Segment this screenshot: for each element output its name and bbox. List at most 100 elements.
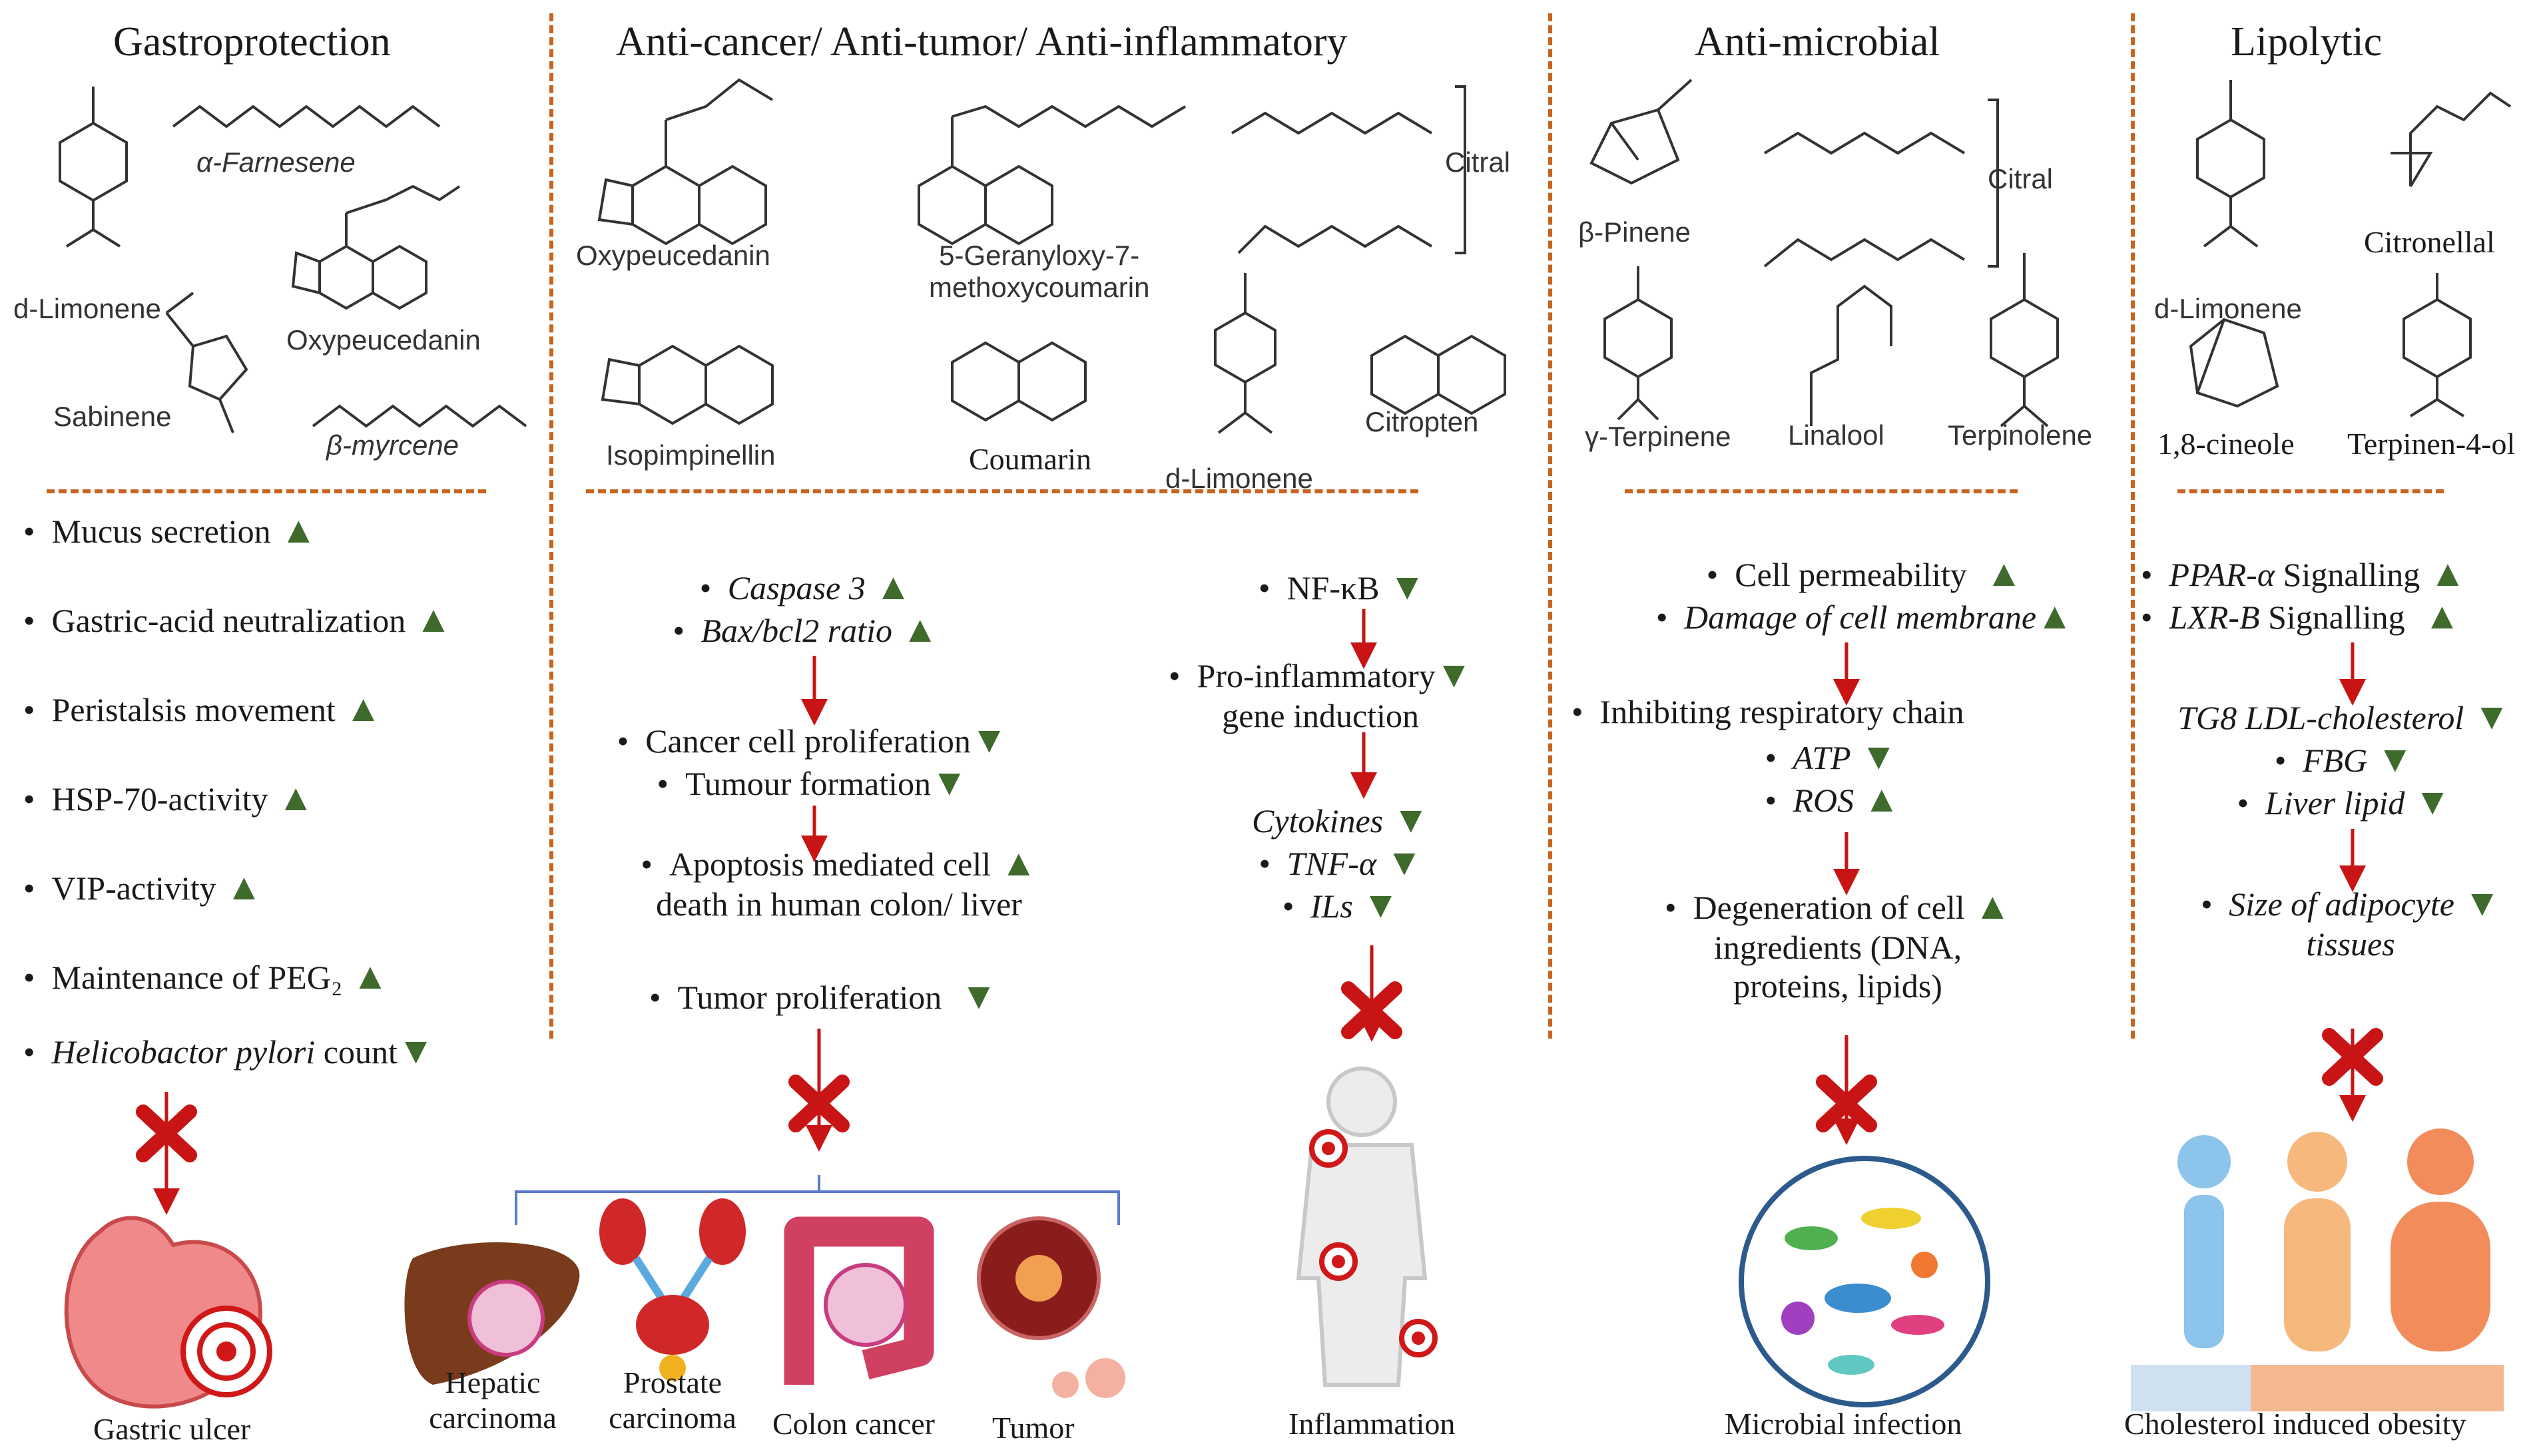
down-arrow-icon: ▼ — [1383, 800, 1430, 841]
compound-label: Isopimpinellin — [606, 439, 776, 471]
atp-ros-effects: • ATP ▼ • ROS ▲ — [1765, 736, 1900, 821]
effect-label-line: gene induction — [1222, 697, 1419, 734]
limonene-structure-3 — [2196, 80, 2265, 248]
compound-label: Citronellal — [2364, 225, 2495, 259]
farnesene-structure — [172, 105, 441, 128]
down-arrow-icon: ▼ — [1379, 567, 1426, 608]
compound-label: Sabinene — [53, 401, 172, 432]
human-body-icon — [1296, 1067, 1428, 1387]
inflammation-marker-icons — [1309, 1129, 1438, 1357]
down-arrow-icon: ▼ — [1376, 842, 1423, 883]
row-separator — [47, 489, 486, 493]
compound-label-line: methoxycoumarin — [929, 272, 1150, 303]
sabinene-structure — [165, 292, 248, 433]
compound-label-line: 5-Geranyloxy-7- — [939, 240, 1140, 271]
effect-label: ILs — [1310, 887, 1353, 925]
compound-label: 1,8-cineole — [2157, 427, 2295, 461]
outcome-label-line: Hepatic — [445, 1365, 541, 1399]
beta-pinene-structure — [1589, 79, 1693, 185]
row-separator — [586, 489, 1418, 493]
lipolytic-signalling: • PPAR-α Signalling ▲ • LXR-B Signalling… — [2141, 553, 2466, 638]
cancer-bracket — [515, 1175, 1120, 1225]
outcome-label: Cholesterol induced obesity — [2124, 1407, 2466, 1441]
effect-item: • Damage of cell membrane▲ — [1655, 596, 2074, 637]
up-arrow-icon: ▲ — [406, 599, 452, 640]
outcome-label: Inflammation — [1288, 1407, 1456, 1441]
effect-label: ATP — [1793, 739, 1851, 776]
effect-label: ROS — [1793, 782, 1854, 819]
effect-label: Gastric-acid neutralization — [51, 602, 406, 639]
lipolytic-markers: TG8 LDL-cholesterol ▼ • FBG ▼ • Liver li… — [2157, 696, 2530, 824]
effect-item: • LXR-B Signalling ▲ — [2141, 596, 2461, 637]
effect-label: Mucus secretion — [51, 513, 271, 550]
up-arrow-icon: ▲ — [1854, 779, 1900, 820]
nfkb-effect: • NF-κB ▼ — [1259, 567, 1426, 608]
tumor-icon — [977, 1216, 1125, 1398]
effect-label: Cell permeability — [1735, 556, 1967, 593]
compound-label: γ-Terpinene — [1585, 421, 1731, 452]
effect-label: Cytokines — [1252, 802, 1384, 840]
compound-label: 5-Geranyloxy-7- methoxycoumarin — [929, 240, 1149, 304]
effect-item: TG8 LDL-cholesterol ▼ — [2157, 696, 2530, 738]
limonene-structure-2 — [1214, 273, 1276, 434]
effect-item: • Peristalsis movement ▲ — [23, 688, 382, 730]
effect-label-line: death in human colon/ liver — [656, 885, 1022, 923]
effect-item: • ROS ▲ — [1765, 779, 1900, 820]
isopimpinellin-structure — [601, 344, 774, 425]
effect-item: Cytokines ▼ — [1252, 799, 1430, 842]
effect-label-line: Apoptosis mediated cell — [669, 846, 991, 883]
effect-label: Maintenance of PEG₂ — [51, 959, 343, 996]
up-arrow-icon: ▲ — [2404, 596, 2461, 637]
effect-label: Bax/bcl2 ratio — [701, 612, 892, 649]
effect-item: • Gastric-acid neutralization ▲ — [23, 599, 452, 640]
cytokine-effects: Cytokines ▼ • TNF-α ▼ • ILs ▼ — [1252, 799, 1430, 927]
effect-label-line: proteins, lipids) — [1733, 967, 1942, 1005]
row-separator — [2177, 489, 2444, 493]
row-separator — [1625, 489, 2018, 493]
citral-structure-4 — [1763, 238, 1966, 268]
outcome-label-line: Prostate — [623, 1365, 722, 1399]
citral-structure-2 — [1237, 224, 1433, 254]
degeneration-effect: • Degeneration of cell ▲ ingredients (DN… — [1611, 885, 2064, 1005]
compound-label: Terpinolene — [1948, 419, 2093, 451]
effect-item: • HSP-70-activity ▲ — [23, 778, 314, 819]
outcome-label: Colon cancer — [772, 1407, 935, 1441]
up-arrow-icon: ▲ — [991, 843, 1037, 884]
effect-item: • TNF-α ▼ — [1259, 842, 1423, 883]
compound-label: Terpinen-4-ol — [2347, 427, 2516, 461]
effect-item: • VIP-activity ▲ — [23, 867, 263, 908]
effect-label-line: ingredients (DNA, — [1713, 929, 1962, 966]
effect-label: NF-κB — [1286, 569, 1380, 607]
outcome-label: Microbial infection — [1725, 1407, 1962, 1441]
effect-label: Caspase 3 — [727, 569, 866, 607]
column-separator — [1548, 13, 1552, 1039]
up-arrow-icon: ▲ — [1964, 886, 2012, 927]
terpinolene-structure — [1990, 253, 2059, 427]
effect-label: VIP-activity — [51, 869, 216, 907]
down-arrow-icon: ▼ — [970, 720, 1008, 761]
cross-icons — [136, 981, 2383, 1162]
effect-label-line: • Degeneration of cell ▲ — [1664, 886, 2012, 927]
microbial-effects-top: • Cell permeability ▲ • Damage of cell m… — [1611, 553, 2118, 638]
apoptosis-markers: • Caspase 3 ▲ • Bax/bcl2 ratio ▲ — [673, 566, 938, 651]
oxypeucedanin-structure-1 — [291, 184, 461, 310]
adipocyte-effect: • Size of adipocyte ▼ tissues — [2177, 882, 2524, 963]
compound-label: Coumarin — [969, 442, 1091, 476]
down-arrow-icon: ▼ — [397, 1031, 435, 1072]
effect-label: Inhibiting respiratory chain — [1599, 693, 1964, 730]
down-arrow-icon: ▼ — [2404, 782, 2451, 823]
effect-label: TG8 LDL-cholesterol — [2177, 699, 2464, 736]
effect-item: • Tumour formation▼ — [657, 762, 968, 804]
geranyloxy-coumarin-structure — [918, 105, 1187, 246]
compound-label: d-Limonene — [1165, 463, 1313, 494]
myrcene-structure — [312, 404, 527, 428]
effect-item: • FBG ▼ — [2274, 739, 2414, 780]
down-arrow-icon: ▼ — [2464, 696, 2510, 738]
citral-structure-1 — [1231, 111, 1433, 135]
effect-label-line: • Pro-inflammatory▼ — [1169, 654, 1473, 696]
panel-title-anticancer: Anti-cancer/ Anti-tumor/ Anti-inflammato… — [616, 19, 1348, 65]
outcome-label-line: carcinoma — [429, 1401, 557, 1435]
down-arrow-icon: ▼ — [1352, 885, 1400, 926]
effect-item: • Liver lipid ▼ — [2237, 782, 2451, 823]
